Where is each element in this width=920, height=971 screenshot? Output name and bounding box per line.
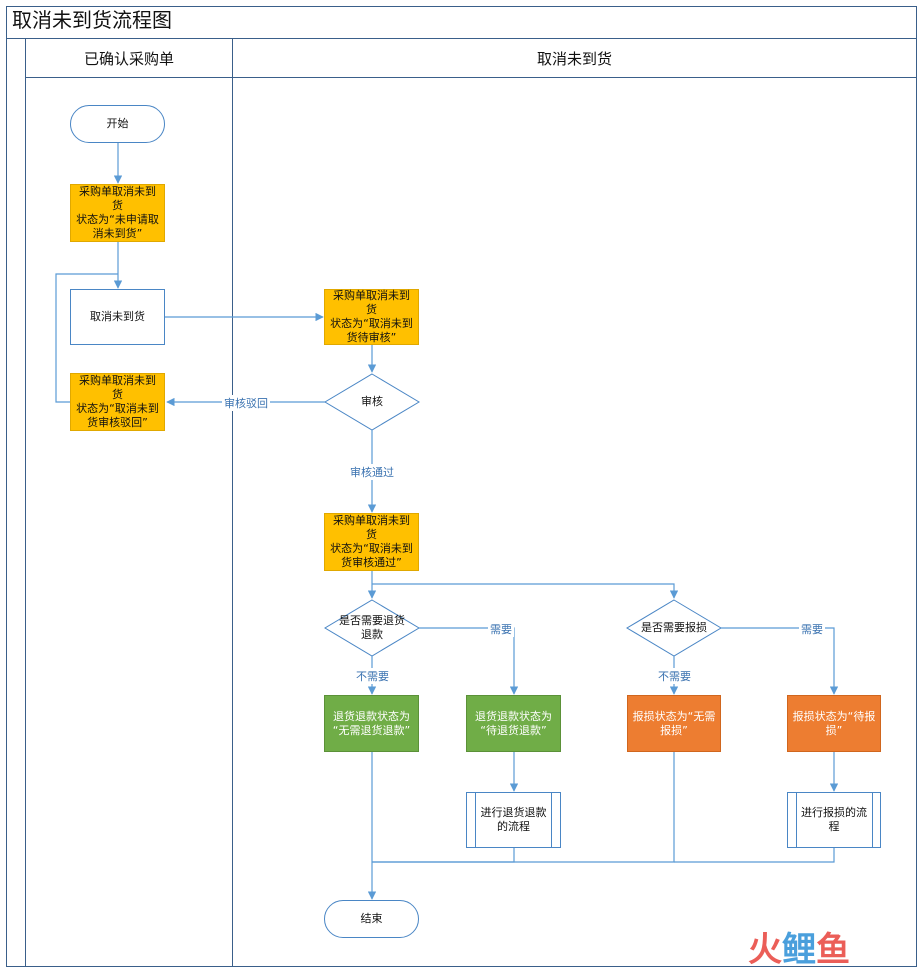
watermark-char: 火: [748, 930, 782, 970]
cancel-undelivered-action-node: 取消未到货: [70, 289, 165, 345]
watermark-text: 火鲤鱼: [748, 930, 850, 970]
status-rejected-node: 采购单取消未到货 状态为“取消未到 货审核驳回”: [70, 373, 165, 431]
watermark-char: 鱼: [816, 930, 850, 970]
lane-header-confirmed-po: 已确认采购单: [83, 50, 174, 68]
status-pending-node: 采购单取消未到货 状态为“取消未到 货待审核”: [324, 289, 419, 345]
refund-not-needed-node: 退货退款状态为 “无需退货退款”: [324, 695, 419, 752]
review-decision-label: 审核: [361, 395, 383, 408]
edge-damage-needed: [721, 627, 839, 695]
refund-pending-node: 退货退款状态为 “待退货退款”: [466, 695, 561, 752]
diagram-title: 取消未到货流程图: [12, 8, 172, 32]
edge-label-refund-not-needed: 不需要: [354, 668, 391, 684]
refund-process-node: 进行退货退款 的流程: [466, 792, 561, 848]
edge-approved-to-damage-decision: [372, 583, 679, 599]
edge-label-damage-needed: 需要: [799, 621, 825, 637]
edge-label-approved: 审核通过: [348, 464, 396, 480]
damage-pending-node: 报损状态为“待报 损”: [787, 695, 881, 752]
edge-damage-process-to-end: [674, 848, 835, 863]
edge-rejected-loop: [55, 273, 118, 403]
lane-header-cancel-undelivered: 取消未到货: [536, 50, 612, 68]
damage-not-needed-node: 报损状态为“无需 报损”: [627, 695, 721, 752]
outer-frame: [6, 6, 917, 967]
edge-label-damage-not-needed: 不需要: [656, 668, 693, 684]
need-refund-decision-label: 是否需要退货 退款: [339, 614, 405, 641]
start-node: 开始: [70, 105, 165, 143]
end-node: 结束: [324, 900, 419, 938]
watermark-char: 鲤: [782, 930, 816, 970]
edge-refund-process-to-end: [372, 848, 515, 863]
status-not-applied-node: 采购单取消未到货 状态为“未申请取 消未到货”: [70, 184, 165, 242]
edge-label-refund-needed: 需要: [488, 621, 514, 637]
status-approved-node: 采购单取消未到货 状态为“取消未到 货审核通过”: [324, 513, 419, 571]
damage-process-node: 进行报损的流 程: [787, 792, 881, 848]
edge-refund-needed: [419, 627, 519, 695]
edge-label-rejected: 审核驳回: [222, 395, 270, 411]
watermark-logo: 火鲤鱼: [748, 922, 850, 971]
need-damage-decision-label: 是否需要报损: [641, 621, 707, 634]
